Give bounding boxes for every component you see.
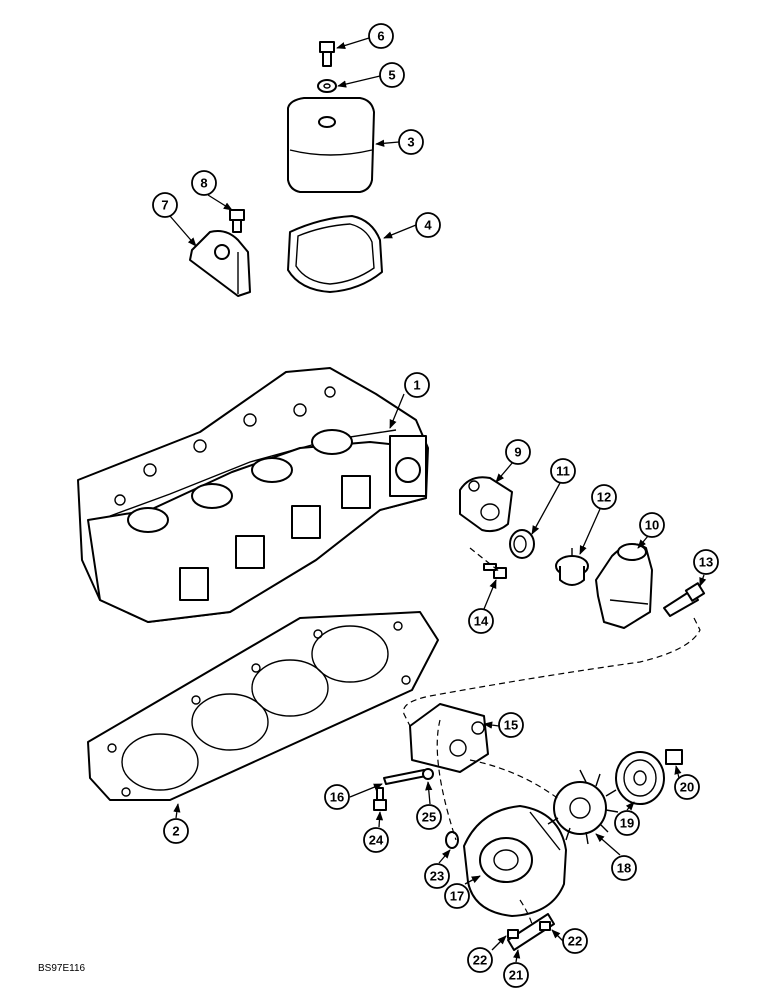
callout-24: 24 (363, 827, 389, 853)
svg-text:10: 10 (645, 518, 659, 533)
svg-text:21: 21 (509, 968, 523, 983)
svg-text:23: 23 (430, 869, 444, 884)
gasket-part-4 (287, 215, 383, 293)
housing-part-10 (595, 543, 653, 629)
svg-text:22: 22 (473, 953, 487, 968)
svg-text:20: 20 (680, 780, 694, 795)
bolt-part-16 (383, 769, 427, 785)
callout-12: 12 (591, 484, 617, 510)
callout-2: 2 (163, 818, 189, 844)
callout-19: 19 (614, 810, 640, 836)
callout-15: 15 (498, 712, 524, 738)
callout-16: 16 (324, 784, 350, 810)
bracket-part-7 (189, 230, 251, 297)
nut-part-20 (665, 749, 683, 765)
svg-text:1: 1 (413, 378, 420, 393)
assembly-lines (402, 547, 701, 925)
washer-part-5 (317, 79, 337, 93)
callout-7: 7 (152, 192, 178, 218)
callout-9: 9 (505, 439, 531, 465)
svg-text:15: 15 (504, 718, 518, 733)
callout-23: 23 (424, 863, 450, 889)
svg-text:9: 9 (514, 445, 521, 460)
callout-10: 10 (639, 512, 665, 538)
svg-text:8: 8 (200, 176, 207, 191)
svg-text:4: 4 (424, 218, 432, 233)
cover-part-3 (287, 97, 375, 193)
callout-22-right: 22 (562, 928, 588, 954)
callout-5: 5 (379, 62, 405, 88)
bolt-part-8 (229, 209, 245, 233)
pulley-part-19 (615, 751, 665, 805)
pin-part-23 (445, 831, 459, 849)
callout-8: 8 (191, 170, 217, 196)
bolt-part-13 (663, 582, 706, 617)
bolt-part-22-left (507, 929, 519, 939)
callout-22-left: 22 (467, 947, 493, 973)
svg-text:14: 14 (474, 614, 489, 629)
callout-1: 1 (404, 372, 430, 398)
svg-text:13: 13 (699, 555, 713, 570)
callout-4: 4 (415, 212, 441, 238)
callout-18: 18 (611, 855, 637, 881)
svg-text:5: 5 (388, 68, 395, 83)
svg-text:19: 19 (620, 816, 634, 831)
callout-17: 17 (444, 883, 470, 909)
svg-text:18: 18 (617, 861, 631, 876)
svg-text:25: 25 (422, 810, 436, 825)
svg-text:6: 6 (377, 29, 384, 44)
callout-14: 14 (468, 608, 494, 634)
svg-text:11: 11 (556, 464, 570, 479)
callout-25: 25 (416, 804, 442, 830)
svg-text:22: 22 (568, 934, 582, 949)
bolt-part-14 (483, 563, 507, 579)
svg-text:24: 24 (369, 833, 384, 848)
screw-part-6 (319, 41, 335, 67)
svg-text:16: 16 (330, 790, 344, 805)
plate-part-9 (459, 476, 513, 533)
callout-6: 6 (368, 23, 394, 49)
callout-11: 11 (550, 458, 576, 484)
washer-part-25 (422, 768, 434, 780)
cylinder-head-part-1 (77, 367, 429, 623)
bolt-part-22-right (539, 921, 551, 931)
figure-code: BS97E116 (38, 963, 86, 974)
fan-part-18 (547, 769, 619, 845)
alternator-part-17 (463, 805, 567, 917)
callout-3: 3 (398, 129, 424, 155)
callout-13: 13 (693, 549, 719, 575)
svg-text:12: 12 (597, 490, 611, 505)
svg-text:3: 3 (407, 135, 414, 150)
bracket-part-15 (409, 703, 489, 773)
svg-text:7: 7 (161, 198, 168, 213)
bolt-part-24 (373, 787, 387, 811)
svg-text:17: 17 (450, 889, 464, 904)
callout-20: 20 (674, 774, 700, 800)
svg-text:2: 2 (172, 824, 179, 839)
head-gasket-part-2 (87, 611, 439, 801)
leader-lines (169, 37, 707, 963)
seal-part-11 (509, 529, 535, 559)
callout-21: 21 (503, 962, 529, 988)
thermostat-part-12 (555, 548, 589, 586)
